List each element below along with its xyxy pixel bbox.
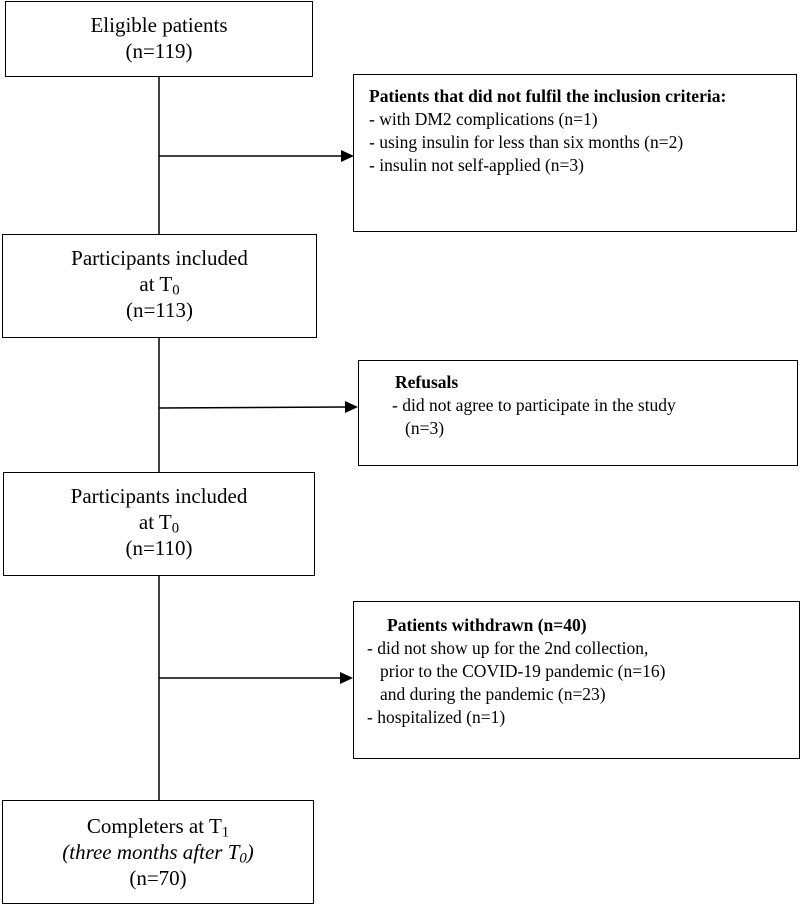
included-1-count: (n=113): [125, 298, 194, 322]
criteria-item: - insulin not self-applied (n=3): [369, 155, 584, 175]
eligible-title: Eligible patients: [90, 13, 228, 37]
included-2-line1: Participants included: [70, 484, 248, 508]
completers-box: Completers at T1 (three months after T0)…: [2, 800, 314, 904]
inclusion-criteria-exclusion-box: Patients that did not fulfil the inclusi…: [353, 74, 797, 232]
included-2-count: (n=110): [125, 536, 193, 560]
withdrawn-heading: Patients withdrawn (n=40): [387, 615, 587, 635]
withdrawn-item: - did not show up for the 2nd collection…: [367, 638, 649, 658]
arrowhead-refusals: [345, 401, 358, 413]
patients-withdrawn-box: Patients withdrawn (n=40) - did not show…: [353, 601, 800, 759]
participants-included-box-2: Participants included at T0 (n=110): [3, 472, 315, 576]
refusals-item: (n=3): [405, 418, 445, 438]
included-2-line2: at T0: [138, 510, 180, 537]
criteria-item: - using insulin for less than six months…: [369, 132, 684, 152]
included-1-line2: at T0: [139, 272, 180, 299]
completers-line2: (three months after T0): [62, 840, 254, 867]
criteria-heading: Patients that did not fulfil the inclusi…: [369, 86, 727, 106]
arrow-to-refusals-box: [158, 406, 347, 409]
refusals-item: - did not agree to participate in the st…: [392, 395, 676, 415]
eligible-patients-box: Eligible patients (n=119): [5, 1, 313, 77]
refusals-heading: Refusals: [395, 372, 459, 392]
completers-count: (n=70): [129, 866, 187, 890]
included-1-line1: Participants included: [71, 246, 248, 270]
refusals-box: Refusals - did not agree to participate …: [358, 360, 798, 466]
criteria-item: - with DM2 complications (n=1): [369, 109, 598, 129]
arrowhead-criteria: [341, 150, 354, 162]
eligible-count: (n=119): [125, 39, 193, 63]
completers-line1: Completers at T1: [86, 814, 230, 841]
withdrawn-item: prior to the COVID-19 pandemic (n=16): [380, 661, 666, 681]
arrowhead-withdrawn: [340, 672, 353, 684]
withdrawn-item: - hospitalized (n=1): [367, 707, 506, 727]
participants-included-box-1: Participants included at T0 (n=113): [2, 234, 317, 338]
withdrawn-item: and during the pandemic (n=23): [380, 684, 606, 704]
